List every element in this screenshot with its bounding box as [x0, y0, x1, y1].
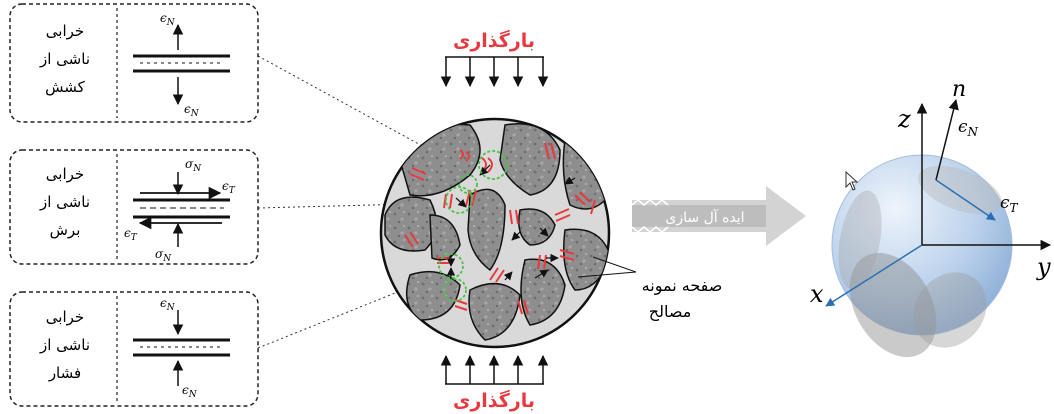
- t-vector: [935, 179, 996, 221]
- x-axis: [825, 244, 923, 307]
- n-label: n: [952, 77, 966, 102]
- z-axis-label: z: [897, 105, 911, 133]
- panel-frame: [9, 3, 259, 123]
- coordinate-axes: [825, 98, 1052, 307]
- crack-symbol-shear: [133, 198, 230, 219]
- specimen-pointer-2: [577, 271, 637, 278]
- loading-arrows-top: [440, 56, 549, 88]
- n-vector: [935, 98, 959, 181]
- zoom-markers: [438, 150, 508, 302]
- y-axis-label: y: [1036, 253, 1051, 281]
- idealization-arrow: [631, 186, 806, 246]
- sigma-n-bottom: σN: [155, 247, 172, 264]
- panel-text-line1: خرابی: [46, 22, 84, 40]
- crack-plane-4: [838, 190, 882, 290]
- epsilon-n-bottom: ϵN: [184, 102, 200, 119]
- panel-text-line3: کشش: [45, 78, 86, 96]
- loading-label-bottom: بارگذاری: [453, 389, 535, 412]
- panel-text-line2: ناشی از: [39, 50, 90, 68]
- panel-compression: خرابی ناشی از فشار ϵN ϵN: [9, 291, 259, 407]
- material-specimen: [379, 117, 611, 349]
- epsilon-n-top: ϵN: [160, 11, 176, 28]
- panel-frame: [9, 291, 259, 407]
- mouse-cursor-icon: [845, 170, 859, 191]
- x-axis-label: x: [810, 280, 824, 308]
- panel-tension: خرابی ناشی از کشش ϵN ϵN: [9, 3, 259, 123]
- leader-lines: [257, 55, 449, 349]
- specimen-pointer-1: [592, 256, 637, 273]
- crack-plane-3: [918, 165, 1002, 215]
- panel-text-line3: فشار: [48, 364, 81, 382]
- panel-shear: خرابی ناشی از برش σN σN ϵT ϵT: [9, 149, 259, 265]
- crack-symbol-closed: [133, 338, 230, 357]
- leader-line-compression: [257, 272, 446, 349]
- crack-symbol-open: [133, 54, 230, 73]
- epsilon-t-right: ϵT: [222, 179, 236, 196]
- specimen-label-line1: صفحه نمونه: [642, 276, 723, 296]
- epsilon-t-left: ϵT: [124, 226, 138, 243]
- leader-line-shear: [257, 202, 449, 209]
- loading-label-top: بارگذاری: [453, 29, 535, 52]
- specimen-label-line2: مصالح: [649, 302, 692, 322]
- panel-text-line1: خرابی: [46, 308, 84, 326]
- epsilon-t-label: ϵT: [1000, 193, 1019, 215]
- sigma-n-top: σN: [185, 157, 202, 174]
- panel-text-line2: ناشی از: [39, 336, 90, 354]
- crack-plane-1: [849, 252, 937, 358]
- panel-text-line3: برش: [50, 221, 81, 239]
- crack-plane-2: [913, 272, 987, 348]
- loading-arrows-bottom: [440, 354, 549, 385]
- leader-line-tension: [257, 55, 449, 161]
- panel-text-line1: خرابی: [46, 165, 84, 183]
- idealization-label: ایده آل سازی: [665, 209, 744, 226]
- epsilon-n-label: ϵN: [958, 117, 979, 139]
- panel-text-line2: ناشی از: [39, 193, 90, 211]
- epsilon-n-top: ϵN: [160, 296, 176, 313]
- epsilon-n-bottom: ϵN: [182, 383, 198, 400]
- panel-frame: [9, 149, 259, 265]
